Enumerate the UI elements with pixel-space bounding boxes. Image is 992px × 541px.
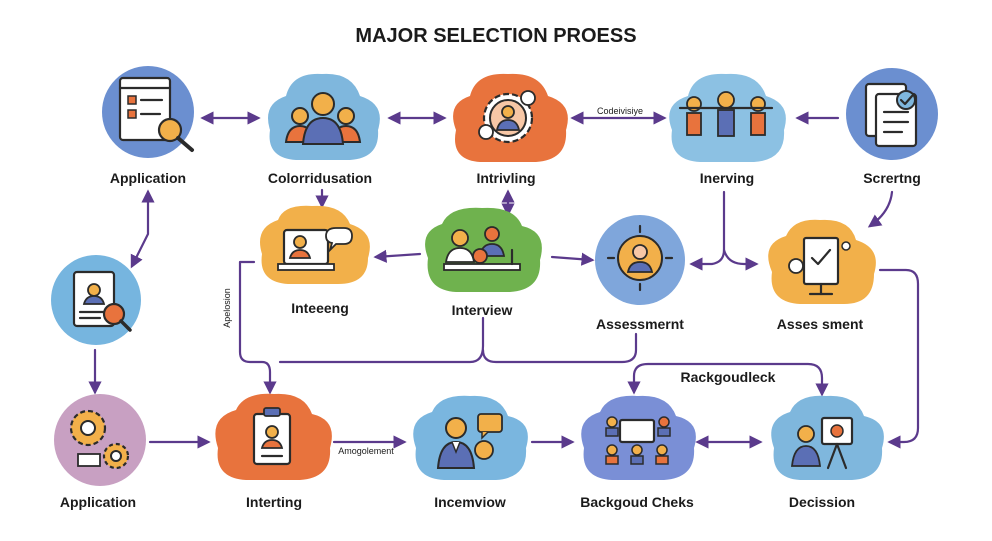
node-application-top[interactable]: Application bbox=[102, 66, 194, 186]
team-people-icon bbox=[678, 91, 774, 137]
edge-interview-merge bbox=[278, 316, 485, 364]
team-board-icon bbox=[605, 416, 671, 465]
node-interting-label: Interting bbox=[246, 494, 302, 510]
node-application-bottom-label: Application bbox=[60, 494, 136, 510]
interview-meeting-icon bbox=[443, 226, 521, 271]
node-interting[interactable]: Interting bbox=[215, 393, 332, 510]
edge-application-applicant bbox=[130, 189, 155, 269]
node-application-top-label: Application bbox=[110, 170, 186, 186]
node-assessment-mid-label: Assessmernt bbox=[596, 316, 684, 332]
gear-person-icon bbox=[478, 90, 536, 144]
node-decision[interactable]: Decission bbox=[771, 395, 884, 510]
node-assessment-right[interactable]: Asses sment bbox=[768, 219, 876, 332]
node-inteeeng[interactable]: Inteeeng bbox=[260, 205, 370, 316]
edge-label-apelosion: Apelosion bbox=[222, 288, 232, 328]
group-people-icon bbox=[284, 92, 362, 145]
edge-assessment-merge bbox=[481, 332, 638, 364]
edge-interview-assessment bbox=[550, 252, 595, 266]
diagram-title: MAJOR SELECTION PROESS bbox=[355, 25, 636, 47]
node-colorridusation-label: Colorridusation bbox=[268, 170, 372, 186]
node-backgoud-cheks[interactable]: Backgoud Cheks bbox=[580, 395, 696, 510]
edge-rackgoudleck bbox=[627, 362, 829, 397]
edge-assessment-decision bbox=[878, 268, 920, 449]
resume-search-icon bbox=[72, 270, 132, 332]
node-incemviow[interactable]: Incemviow bbox=[413, 395, 528, 510]
edge-inteeeng-interting-loop bbox=[238, 260, 277, 395]
node-interview-mid[interactable]: Interview bbox=[425, 207, 542, 318]
node-colorridusation[interactable]: Colorridusation bbox=[268, 73, 380, 186]
node-scrertng-label: Scrertng bbox=[863, 170, 921, 186]
document-magnifier-icon bbox=[118, 76, 194, 152]
node-intrivling[interactable]: Intrivling bbox=[453, 73, 568, 186]
node-inteeeng-label: Inteeeng bbox=[291, 300, 349, 316]
edge-interview-inteeeng bbox=[373, 249, 422, 263]
node-application-bottom[interactable]: Application bbox=[54, 394, 146, 510]
node-colorridusation-bg bbox=[268, 73, 380, 160]
node-applicant-search[interactable] bbox=[51, 255, 141, 345]
person-dollar-icon bbox=[436, 413, 503, 469]
edge-label-codevisive: Codeivisiye bbox=[597, 106, 643, 116]
node-inerving-label: Inerving bbox=[700, 170, 754, 186]
node-intrivling-label: Intrivling bbox=[476, 170, 535, 186]
edge-label-rackgoudleck: Rackgoudleck bbox=[681, 369, 776, 385]
node-incemviow-label: Incemviow bbox=[434, 494, 506, 510]
gears-icon bbox=[69, 409, 130, 470]
person-easel-icon bbox=[791, 416, 854, 470]
checklist-document-icon bbox=[864, 82, 918, 148]
node-assessment-mid[interactable]: Assessmernt bbox=[595, 215, 685, 332]
node-inerving[interactable]: Inerving bbox=[669, 73, 786, 186]
edge-inerving-split bbox=[689, 190, 726, 271]
edge-scrertng-assessment bbox=[867, 190, 894, 228]
node-scrertng[interactable]: Scrertng bbox=[846, 68, 938, 186]
edges bbox=[88, 111, 920, 449]
person-target-icon bbox=[606, 224, 674, 292]
node-assessment-right-label: Asses sment bbox=[777, 316, 864, 332]
clipboard-id-icon bbox=[252, 407, 292, 466]
video-call-icon bbox=[277, 227, 353, 271]
edge-inerving-assessment-right bbox=[722, 248, 759, 271]
node-interview-mid-label: Interview bbox=[452, 302, 513, 318]
presentation-board-icon bbox=[788, 236, 851, 296]
node-decision-label: Decission bbox=[789, 494, 855, 510]
edge-label-amogolement: Amogolement bbox=[338, 446, 394, 456]
node-backgoud-cheks-label: Backgoud Cheks bbox=[580, 494, 694, 510]
